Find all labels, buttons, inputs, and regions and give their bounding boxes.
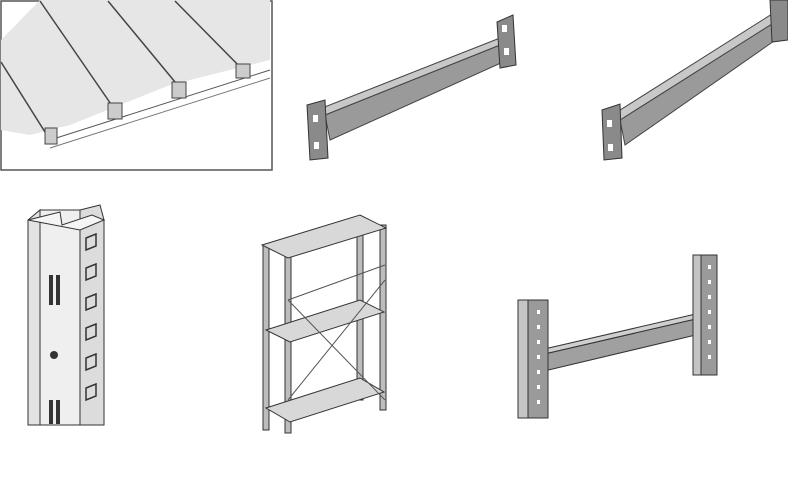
upright-post-icon	[27, 204, 106, 426]
shelving-unit-icon	[260, 214, 388, 434]
beam-right-icon	[601, 0, 788, 161]
beam-left-icon	[306, 14, 517, 161]
frame-assembly-icon	[517, 254, 718, 419]
shelf-panel-icon	[0, 0, 273, 171]
